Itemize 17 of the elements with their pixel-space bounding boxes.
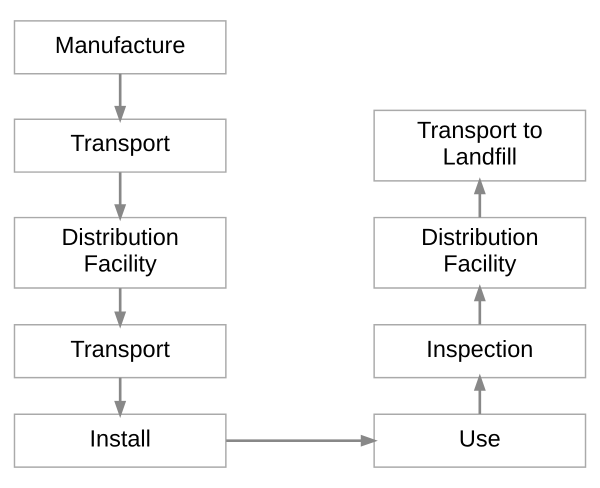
node-box: Transport [14,118,227,173]
node-box: Transport to Landfill [373,110,586,182]
node-box: Distribution Facility [373,216,586,289]
arrow [114,378,126,418]
arrow [226,434,378,447]
arrow [474,284,486,325]
node-box: Inspection [373,324,586,378]
node-box: Distribution Facility [14,216,227,289]
arrow [474,177,486,218]
node-box: Transport [14,324,227,378]
arrow [474,374,486,414]
node-box: Install [14,414,227,468]
node-box: Manufacture [14,20,227,74]
arrow [114,74,126,123]
arrow [114,172,126,222]
node-box: Use [373,414,586,468]
arrow [114,288,126,329]
